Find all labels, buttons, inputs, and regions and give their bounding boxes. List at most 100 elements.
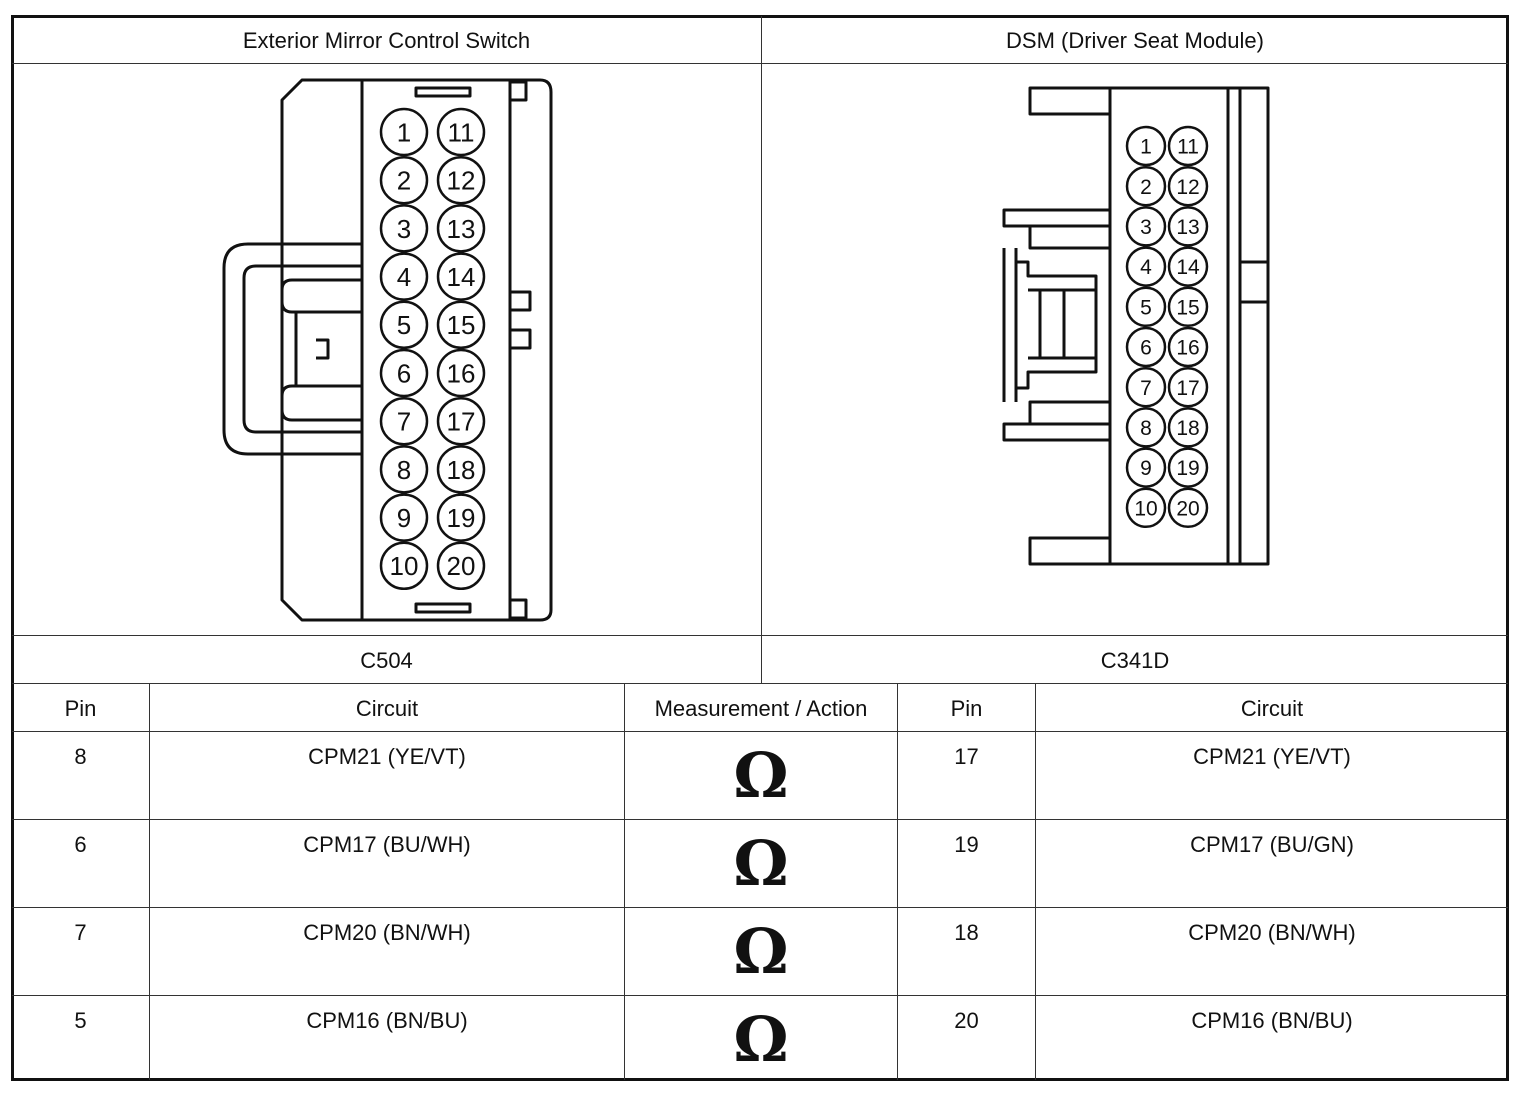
pin-b-cell: 18	[954, 920, 979, 945]
right-connector-latch	[1028, 288, 1096, 360]
grid-line	[897, 684, 898, 1080]
pin-label: 19	[447, 503, 476, 533]
pin-circle	[1125, 286, 1167, 328]
pin-label: 16	[1176, 337, 1199, 360]
pin-label: 12	[447, 166, 476, 196]
pin-label: 13	[447, 214, 476, 244]
grid-line	[149, 684, 150, 1080]
ohm-measure-icon: Ω	[733, 739, 789, 812]
pin-circle	[379, 493, 429, 542]
pin-circle	[1167, 487, 1209, 529]
ohm-measure-icon: Ω	[733, 827, 789, 900]
pin-a-cell: 8	[74, 744, 87, 769]
pin-circle	[436, 396, 486, 446]
circuit-a-cell: CPM20 (BN/WH)	[303, 920, 471, 945]
pin-circle	[436, 107, 486, 157]
left-connector-key	[510, 80, 528, 102]
circuit-b-cell: CPM17 (BU/GN)	[1190, 832, 1354, 857]
pin-label: 1	[397, 117, 411, 147]
pin-label: 8	[1140, 417, 1152, 440]
right-connector-body	[1028, 86, 1270, 566]
left-connector-latch	[316, 338, 330, 360]
pin-circle	[436, 493, 486, 542]
left-connector-latch	[280, 384, 362, 422]
ohm-measure-icon: Ω	[733, 1003, 789, 1076]
pin-circle	[1167, 366, 1209, 408]
pin-label: 13	[1176, 216, 1199, 239]
left-connector-key	[508, 290, 532, 312]
pin-label: 10	[1134, 497, 1157, 520]
pin-label: 19	[1176, 457, 1199, 480]
pin-a-cell: 5	[74, 1008, 87, 1033]
grid-line	[761, 16, 762, 683]
pin-circle	[1167, 286, 1209, 328]
pin-circle	[1167, 407, 1209, 448]
pin-label: 6	[1140, 337, 1152, 360]
pin-circle	[379, 107, 429, 157]
grid-line	[12, 995, 1508, 996]
right-connector-latch	[1016, 260, 1098, 390]
col-header-circuit-a: Circuit	[355, 696, 419, 721]
circuit-b-cell: CPM21 (YE/VT)	[1193, 744, 1351, 769]
left-connector-latch	[280, 278, 362, 314]
pin-label: 1	[1140, 136, 1152, 159]
pin-b-cell: 20	[954, 1008, 979, 1033]
pin-circle	[1167, 165, 1209, 207]
circuit-a-cell: CPM21 (YE/VT)	[308, 744, 466, 769]
pin-label: 7	[1140, 377, 1152, 400]
pin-label: 2	[397, 166, 411, 196]
pin-circle	[379, 155, 429, 205]
grid-line	[624, 684, 625, 1080]
pin-label: 6	[397, 358, 411, 388]
right-connector-latch	[1028, 400, 1110, 424]
pin-circle	[1125, 447, 1167, 488]
left-connector-id: C504	[360, 648, 413, 673]
left-connector-slot	[414, 602, 472, 614]
pin-label: 8	[397, 455, 411, 485]
pin-label: 3	[1140, 216, 1152, 239]
ohm-measure-icon: Ω	[733, 915, 789, 988]
pin-label: 9	[1140, 457, 1152, 480]
pin-circle	[436, 300, 486, 350]
pin-circle	[1125, 487, 1167, 529]
pin-a-cell: 6	[74, 832, 87, 857]
left-connector-key	[510, 598, 528, 620]
circuit-a-cell: CPM16 (BN/BU)	[306, 1008, 468, 1033]
grid-line	[12, 819, 1508, 820]
pin-label: 15	[447, 310, 476, 340]
pin-circle	[379, 396, 429, 446]
pin-label: 15	[1176, 296, 1199, 319]
pin-label: 16	[447, 358, 476, 388]
left-connector-key	[508, 328, 532, 350]
right-connector-latch	[1028, 226, 1110, 250]
pin-circle	[436, 445, 486, 494]
pin-circle	[436, 348, 486, 398]
col-header-pin-b: Pin	[950, 696, 983, 721]
pin-label: 14	[1176, 256, 1200, 279]
pin-circle	[1125, 326, 1167, 368]
grid-line	[12, 635, 1508, 636]
pin-circle	[1167, 246, 1209, 287]
pin-label: 10	[390, 551, 419, 581]
left-component-title: Exterior Mirror Control Switch	[242, 28, 531, 53]
circuit-a-cell: CPM17 (BU/WH)	[303, 832, 471, 857]
pin-label: 17	[447, 407, 476, 437]
pin-label: 9	[397, 503, 411, 533]
grid-line	[12, 907, 1508, 908]
pin-label: 20	[1176, 497, 1199, 520]
right-connector-latch	[1002, 422, 1110, 442]
pin-circle	[1125, 246, 1167, 287]
pin-circle	[379, 252, 429, 301]
grid-line	[12, 683, 1508, 684]
col-header-pin-a: Pin	[64, 696, 97, 721]
pin-label: 2	[1140, 176, 1152, 199]
pin-label: 14	[447, 262, 476, 292]
pin-label: 12	[1176, 176, 1199, 199]
left-connector-latch	[242, 264, 362, 434]
col-header-measurement: Measurement / Action	[654, 696, 868, 721]
pin-label: 4	[397, 262, 411, 292]
right-connector-id: C341D	[1100, 648, 1170, 673]
pin-circle	[436, 252, 486, 301]
